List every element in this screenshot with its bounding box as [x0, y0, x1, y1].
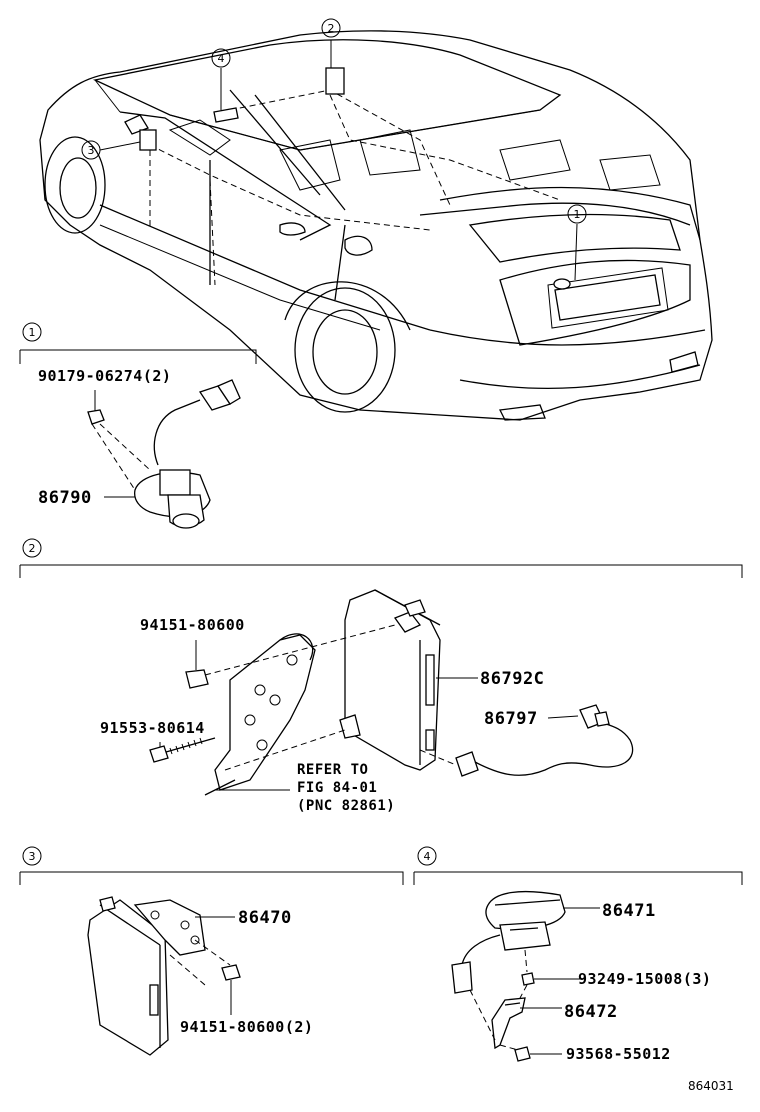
figure-code: 864031	[688, 1079, 734, 1093]
clip-part-number: 90179-06274(2)	[38, 367, 171, 385]
wire-part-number: 86797	[484, 709, 538, 729]
bolt-part-number: 91553-80614	[100, 719, 205, 737]
section-3: 3 86470 94151-80600(2)	[19, 846, 404, 1056]
refer-to-line-3: (PNC 82861)	[297, 798, 395, 814]
bolt-part	[149, 737, 216, 763]
module-nut-part	[221, 964, 241, 981]
callout-1-label: 1	[574, 208, 581, 221]
nut-part	[185, 669, 209, 689]
screw-part-number: 93249-15008(3)	[578, 970, 711, 988]
module-86470	[87, 896, 206, 1056]
section-1-number: 1	[29, 326, 36, 339]
screw2-part	[514, 1046, 531, 1062]
callout-2-label: 2	[328, 22, 335, 35]
nut-part-number: 94151-80600	[140, 616, 245, 634]
callout-2: 2	[321, 18, 341, 38]
section-2-number: 2	[29, 542, 36, 555]
section-2: 2 94151-80600 91553-80614	[19, 538, 743, 814]
module-nut-part-number: 94151-80600(2)	[180, 1018, 313, 1036]
section-4-number: 4	[424, 850, 431, 863]
camera-86790	[134, 379, 241, 529]
vehicle-illustration	[39, 30, 713, 421]
section-1: 1 90179-06274(2) 86790	[19, 322, 257, 529]
callout-3: 3	[81, 140, 101, 160]
callout-4-label: 4	[218, 52, 225, 65]
camera-part-number: 86790	[38, 488, 92, 508]
camera-86471-part-number: 86471	[602, 901, 656, 921]
clip-part	[87, 409, 105, 425]
ecu-86792c	[339, 589, 441, 771]
screw2-part-number: 93568-55012	[566, 1045, 671, 1063]
callout-1: 1	[567, 204, 587, 224]
bracket-part	[204, 633, 316, 796]
bracket-86472	[491, 997, 526, 1050]
camera-86471	[451, 890, 566, 994]
callout-3-label: 3	[88, 144, 95, 157]
refer-to-line-2: FIG 84-01	[297, 780, 377, 796]
screw-part	[521, 972, 535, 986]
section-3-number: 3	[29, 850, 36, 863]
callout-4: 4	[211, 48, 231, 68]
section-4: 4 86471 93249-15008(3) 86472	[413, 846, 743, 1063]
module-part-number: 86470	[238, 908, 292, 928]
refer-to-line-1: REFER TO	[297, 762, 368, 778]
wire-86797	[455, 704, 634, 777]
bracket-part-number: 86472	[564, 1002, 618, 1022]
ecu-part-number: 86792C	[480, 669, 544, 689]
